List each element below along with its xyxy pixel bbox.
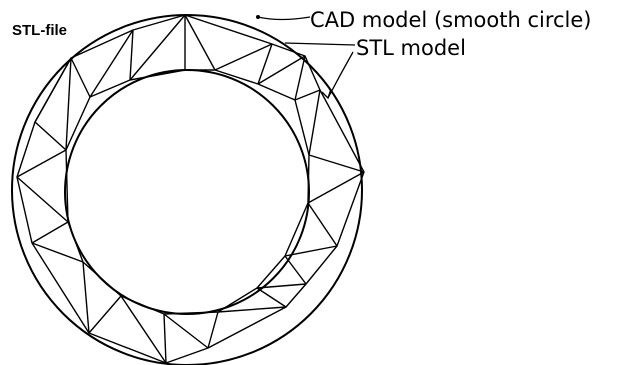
cad-leader-line xyxy=(257,16,311,21)
cad-leader-dot xyxy=(256,15,260,19)
stl-leader-line-upper xyxy=(284,42,356,46)
cad-inner-circle xyxy=(64,69,310,315)
stl-triangulation xyxy=(16,14,365,364)
stl-leader-line-lower xyxy=(327,51,354,99)
stl-leader-arrow xyxy=(321,88,332,100)
stl-file-label: STL-file xyxy=(12,22,67,39)
stl-model-label: STL model xyxy=(356,36,466,60)
cad-model-label: CAD model (smooth circle) xyxy=(310,8,592,32)
stl-inner-polygon xyxy=(65,69,310,315)
